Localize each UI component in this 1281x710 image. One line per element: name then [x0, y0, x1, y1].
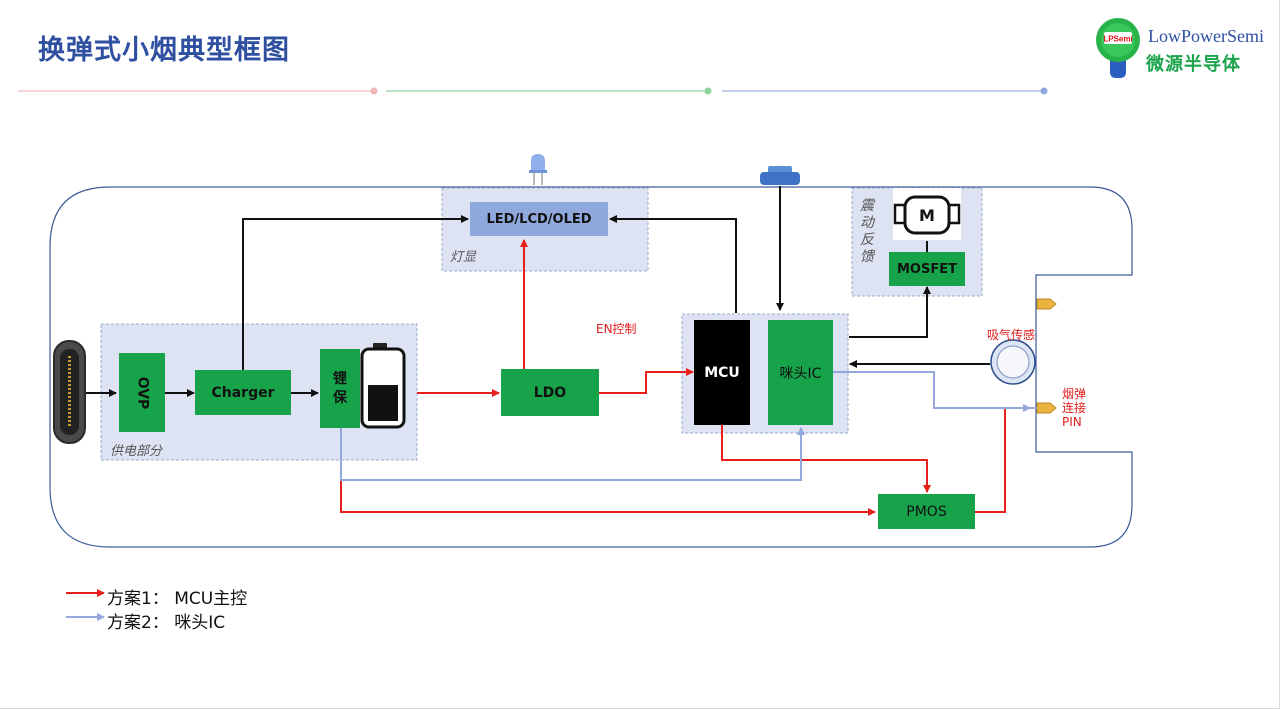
legend-scheme2: 方案2： 咪头IC: [107, 613, 226, 633]
blue-mic-pin: [833, 371, 1031, 412]
display-group-label: 灯显: [450, 250, 477, 265]
cartridge-pin-top: [1036, 298, 1057, 310]
power-group-label: 供电部分: [110, 444, 163, 459]
logo-name-cn: 微源半导体: [1146, 54, 1241, 75]
ldo-block: LDO: [501, 369, 599, 416]
arrow-controller-mosfet: [849, 286, 931, 338]
ovp-label: OVP: [134, 376, 150, 409]
lithium-protect-label: 锂保: [333, 370, 347, 406]
device-outline: [49, 186, 1133, 548]
mcu-block: MCU: [694, 320, 750, 425]
lithium-protect-block: 锂保: [320, 349, 360, 428]
mic-ic-block: 咪头IC: [768, 320, 833, 425]
pmos-block: PMOS: [878, 494, 975, 529]
logo-name-en: LowPowerSemi: [1148, 26, 1264, 46]
motor-label: M: [919, 205, 935, 225]
motor-icon: [893, 188, 961, 240]
red-pmos-pin: [975, 407, 1032, 513]
divider-green-dot: [704, 87, 712, 95]
en-control-label: EN控制: [596, 322, 637, 336]
company-logo: LPSemi: [1096, 18, 1140, 78]
red-mcu-pmos: [721, 425, 931, 493]
cartridge-pin-label: 烟弹 连接 PIN: [1062, 387, 1087, 429]
cartridge-pin-bottom: [1036, 402, 1057, 414]
arrow-charger-display: [242, 215, 469, 370]
charger-block: Charger: [195, 370, 291, 415]
battery-icon: [360, 343, 406, 429]
blue-lithium-mic: [340, 427, 805, 481]
vibration-group-label: 震动反馈: [860, 198, 874, 265]
page-title: 换弹式小烟典型框图: [38, 35, 290, 66]
led-icon: [529, 154, 547, 185]
arrow-mcu-display: [609, 215, 737, 313]
logo-badge: LPSemi: [1103, 35, 1132, 44]
airflow-sensor-icon: [990, 339, 1036, 385]
display-block: LED/LCD/OLED: [470, 202, 608, 236]
red-lithium-pmos: [340, 428, 876, 516]
divider-blue-dot: [1040, 87, 1048, 95]
mosfet-block: MOSFET: [889, 252, 965, 286]
airflow-sensor-label: 吸气传感: [987, 328, 1036, 342]
legend-scheme1: 方案1： MCU主控: [107, 589, 248, 609]
ovp-block: OVP: [119, 353, 165, 432]
red-ldo-mcu: [599, 368, 694, 394]
button-icon: [760, 166, 800, 185]
divider-red-dot: [370, 87, 378, 95]
